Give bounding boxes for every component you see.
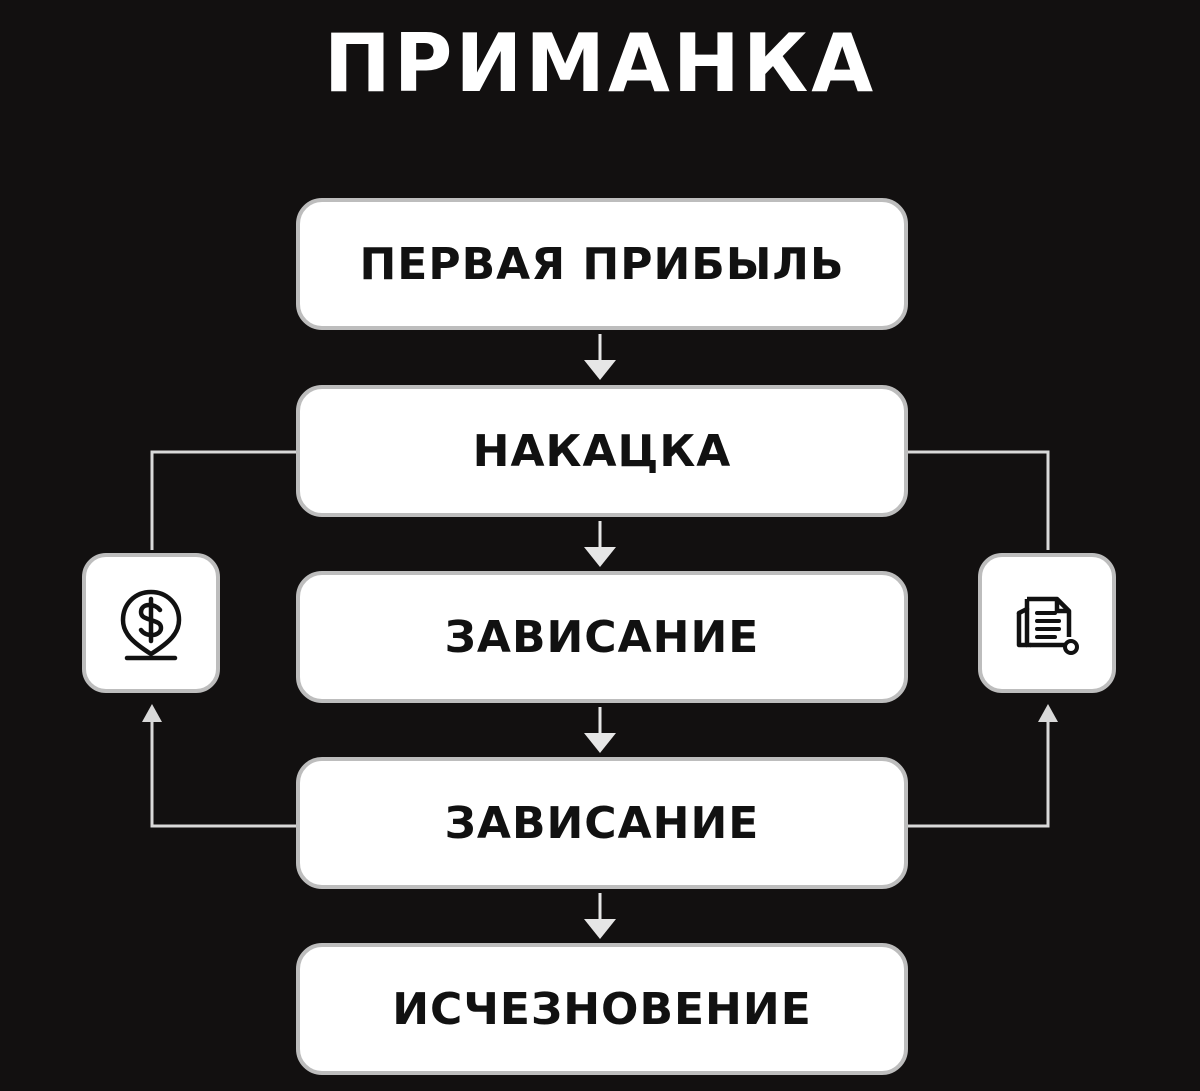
document-cart-icon: [1016, 596, 1079, 655]
left-loop-arrowhead: [142, 704, 162, 722]
left-side-box: [82, 553, 220, 693]
step-label: ИСЧЕЗНОВЕНИЕ: [392, 983, 812, 1035]
right-side-box: [978, 553, 1116, 693]
right-loop-arrowhead: [1038, 704, 1058, 722]
flow-arrow-1: [584, 334, 616, 380]
step-box-disappearance: ИСЧЕЗНОВЕНИЕ: [296, 943, 908, 1075]
diagram-title: ПРИМАНКА: [323, 17, 877, 110]
step-label: НАКАЦКА: [472, 425, 732, 477]
step-label: ЗАВИСАНИЕ: [444, 611, 760, 663]
step-box-hanging-1: ЗАВИСАНИЕ: [296, 571, 908, 703]
flow-arrow-2: [584, 521, 616, 567]
step-box-hanging-2: ЗАВИСАНИЕ: [296, 757, 908, 889]
step-label: ЗАВИСАНИЕ: [444, 797, 760, 849]
right-loop-line-bottom: [908, 718, 1050, 828]
money-location-pin-icon: [120, 589, 182, 661]
left-loop-line-top: [150, 450, 296, 550]
left-loop-line-bottom: [150, 718, 296, 828]
flow-arrow-4: [584, 893, 616, 939]
flow-arrow-3: [584, 707, 616, 753]
right-loop-line-top: [908, 450, 1050, 550]
step-box-markup: НАКАЦКА: [296, 385, 908, 517]
step-box-first-profit: ПЕРВАЯ ПРИБЫЛЬ: [296, 198, 908, 330]
step-label: ПЕРВАЯ ПРИБЫЛЬ: [359, 238, 845, 290]
